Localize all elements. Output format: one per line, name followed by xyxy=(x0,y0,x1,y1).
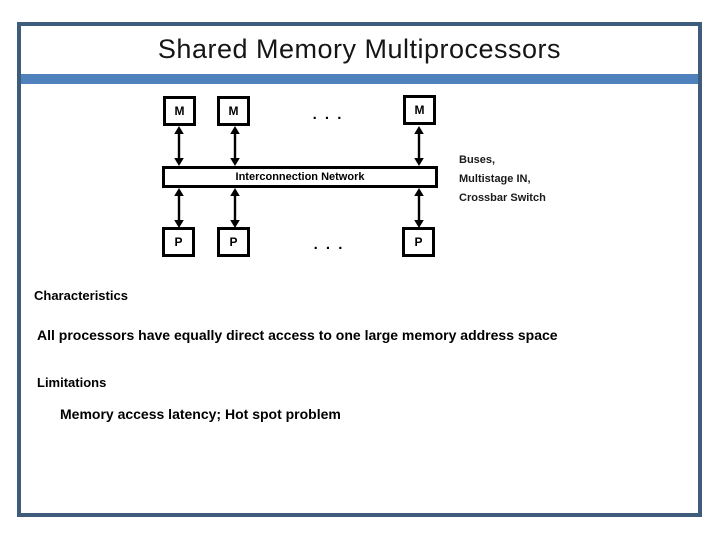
slide-title: Shared Memory Multiprocessors xyxy=(157,34,562,64)
processor-row-ellipsis: . . . xyxy=(313,236,345,253)
processor-box-3: P xyxy=(402,227,435,257)
memory-box-1: M xyxy=(163,96,196,126)
double-arrow-icon xyxy=(414,188,424,228)
note-line: Crossbar Switch xyxy=(459,192,546,204)
characteristics-heading: Characteristics xyxy=(34,288,128,303)
double-arrow-icon xyxy=(414,126,424,166)
double-arrow-icon xyxy=(174,188,184,228)
processor-box-1: P xyxy=(162,227,195,257)
slide-frame xyxy=(17,22,702,517)
network-types-note: Buses, Multistage IN, Crossbar Switch xyxy=(459,151,546,208)
characteristics-text: All processors have equally direct acces… xyxy=(37,327,558,343)
interconnection-network-bar: Interconnection Network xyxy=(162,166,438,188)
note-line: Buses, xyxy=(459,154,496,166)
double-arrow-icon xyxy=(174,126,184,166)
note-line: Multistage IN, xyxy=(459,173,531,185)
memory-box-2: M xyxy=(217,96,250,126)
double-arrow-icon xyxy=(230,188,240,228)
limitations-text: Memory access latency; Hot spot problem xyxy=(60,406,341,422)
processor-box-2: P xyxy=(217,227,250,257)
memory-box-3: M xyxy=(403,95,436,125)
title-accent-bar xyxy=(21,74,698,84)
limitations-heading: Limitations xyxy=(37,375,107,390)
memory-row-ellipsis: . . . xyxy=(312,106,344,123)
double-arrow-icon xyxy=(230,126,240,166)
